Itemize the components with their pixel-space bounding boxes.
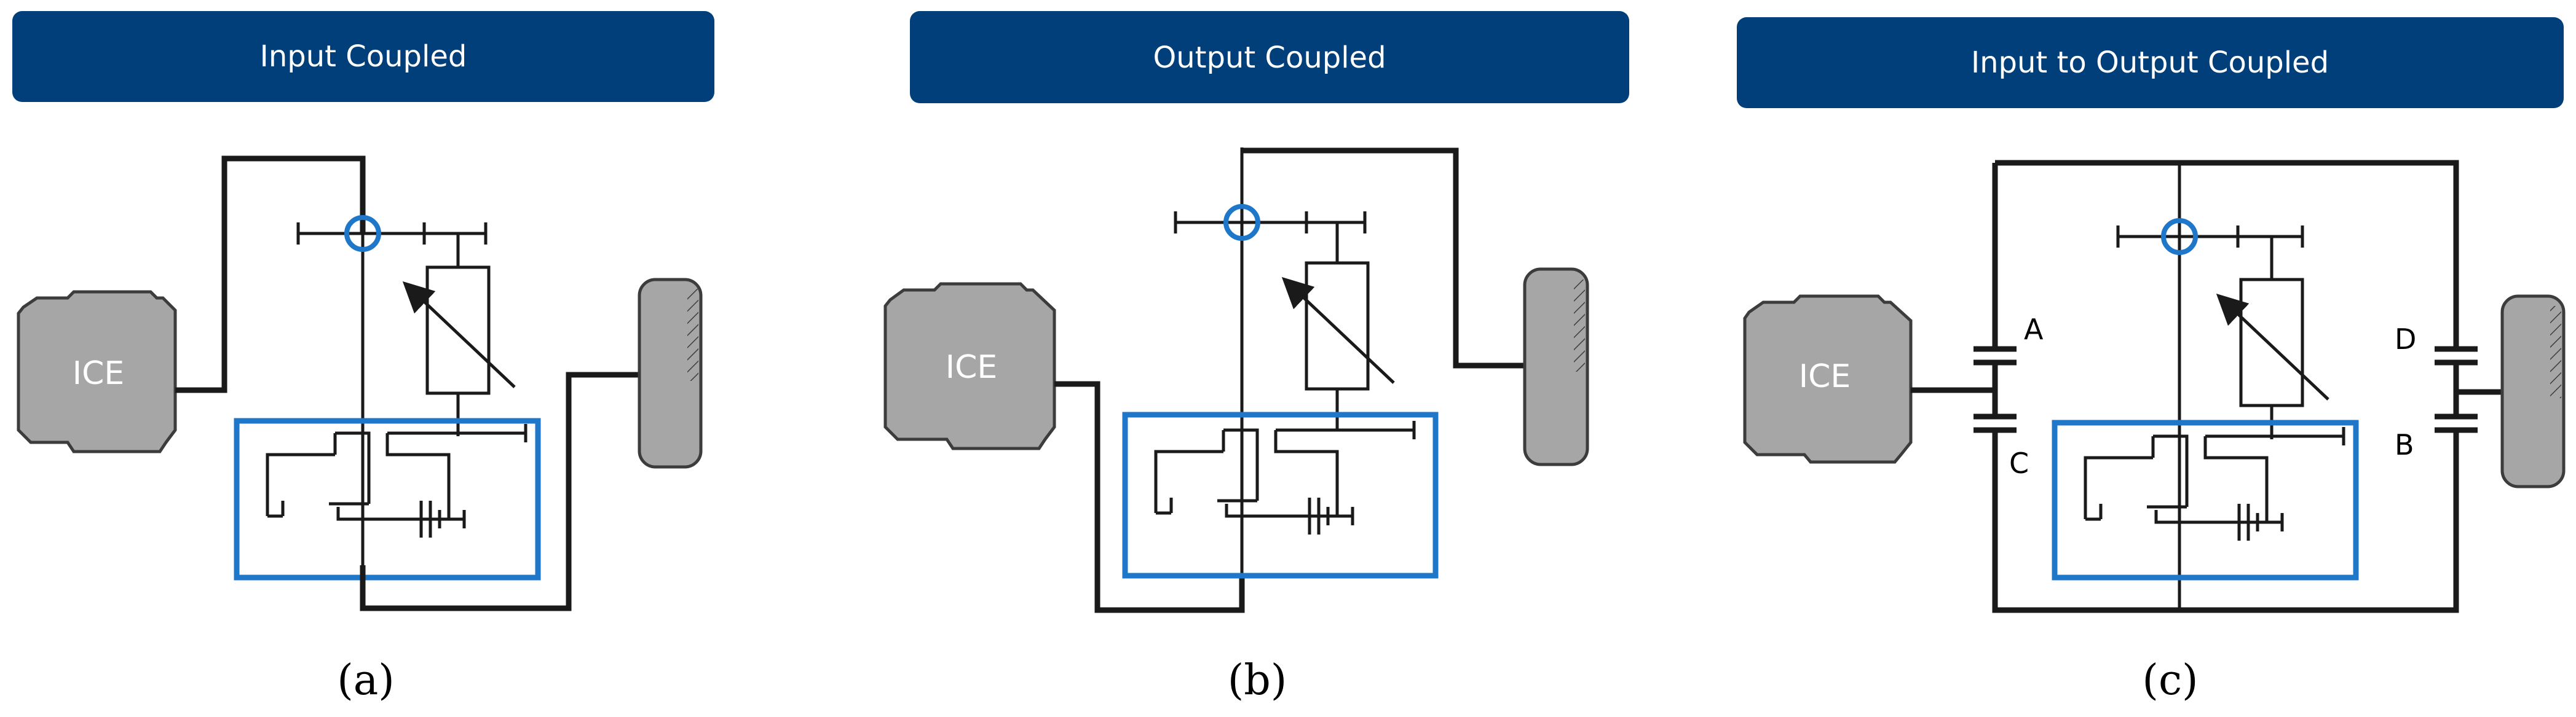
- panel-c-header: [1737, 17, 2564, 108]
- engine-label: ICE: [73, 355, 125, 392]
- clutch-icon: [2435, 413, 2478, 433]
- variator-icon: [2227, 280, 2328, 406]
- panel-c-title: Input to Output Coupled: [1971, 45, 2329, 80]
- summing-node-icon: [344, 215, 381, 252]
- panel-c: Input to Output Coupled ICE A: [1737, 17, 2566, 705]
- engine-icon: ICE: [17, 290, 177, 453]
- engine-label: ICE: [1799, 358, 1851, 395]
- clutch-icon: [1973, 413, 2017, 433]
- engine-icon: ICE: [1743, 294, 1913, 464]
- clutch-icon: [1973, 346, 2017, 366]
- planetary-gear-set: [2052, 420, 2359, 581]
- summing-node-icon: [2161, 218, 2198, 255]
- wheel-icon: [1523, 267, 1589, 466]
- variator-icon: [414, 267, 515, 393]
- panel-a-header: [12, 11, 714, 102]
- planetary-gear-set: [234, 418, 541, 581]
- wheel-icon: [2500, 294, 2566, 488]
- clutch-icon: [2435, 346, 2478, 366]
- panel-c-caption: (c): [2142, 656, 2198, 705]
- clutch-label-b: B: [2395, 428, 2414, 461]
- panel-b-caption: (b): [1228, 656, 1287, 705]
- wheel-icon: [638, 278, 703, 469]
- panel-a: Input Coupled ICE (a): [12, 11, 714, 705]
- summing-node-icon: [1223, 204, 1260, 241]
- engine-icon: ICE: [883, 282, 1056, 450]
- engine-label: ICE: [946, 349, 998, 386]
- planetary-gear-set: [1122, 412, 1439, 579]
- panel-a-title: Input Coupled: [260, 39, 467, 74]
- panel-b: Output Coupled ICE (b): [883, 11, 1629, 705]
- panel-a-caption: (a): [337, 656, 395, 705]
- clutch-label-a: A: [2024, 313, 2044, 346]
- clutch-label-c: C: [2009, 447, 2029, 480]
- panel-b-title: Output Coupled: [1153, 41, 1386, 75]
- clutch-label-d: D: [2395, 323, 2416, 356]
- panel-b-header: [910, 11, 1629, 103]
- variator-icon: [1293, 263, 1394, 389]
